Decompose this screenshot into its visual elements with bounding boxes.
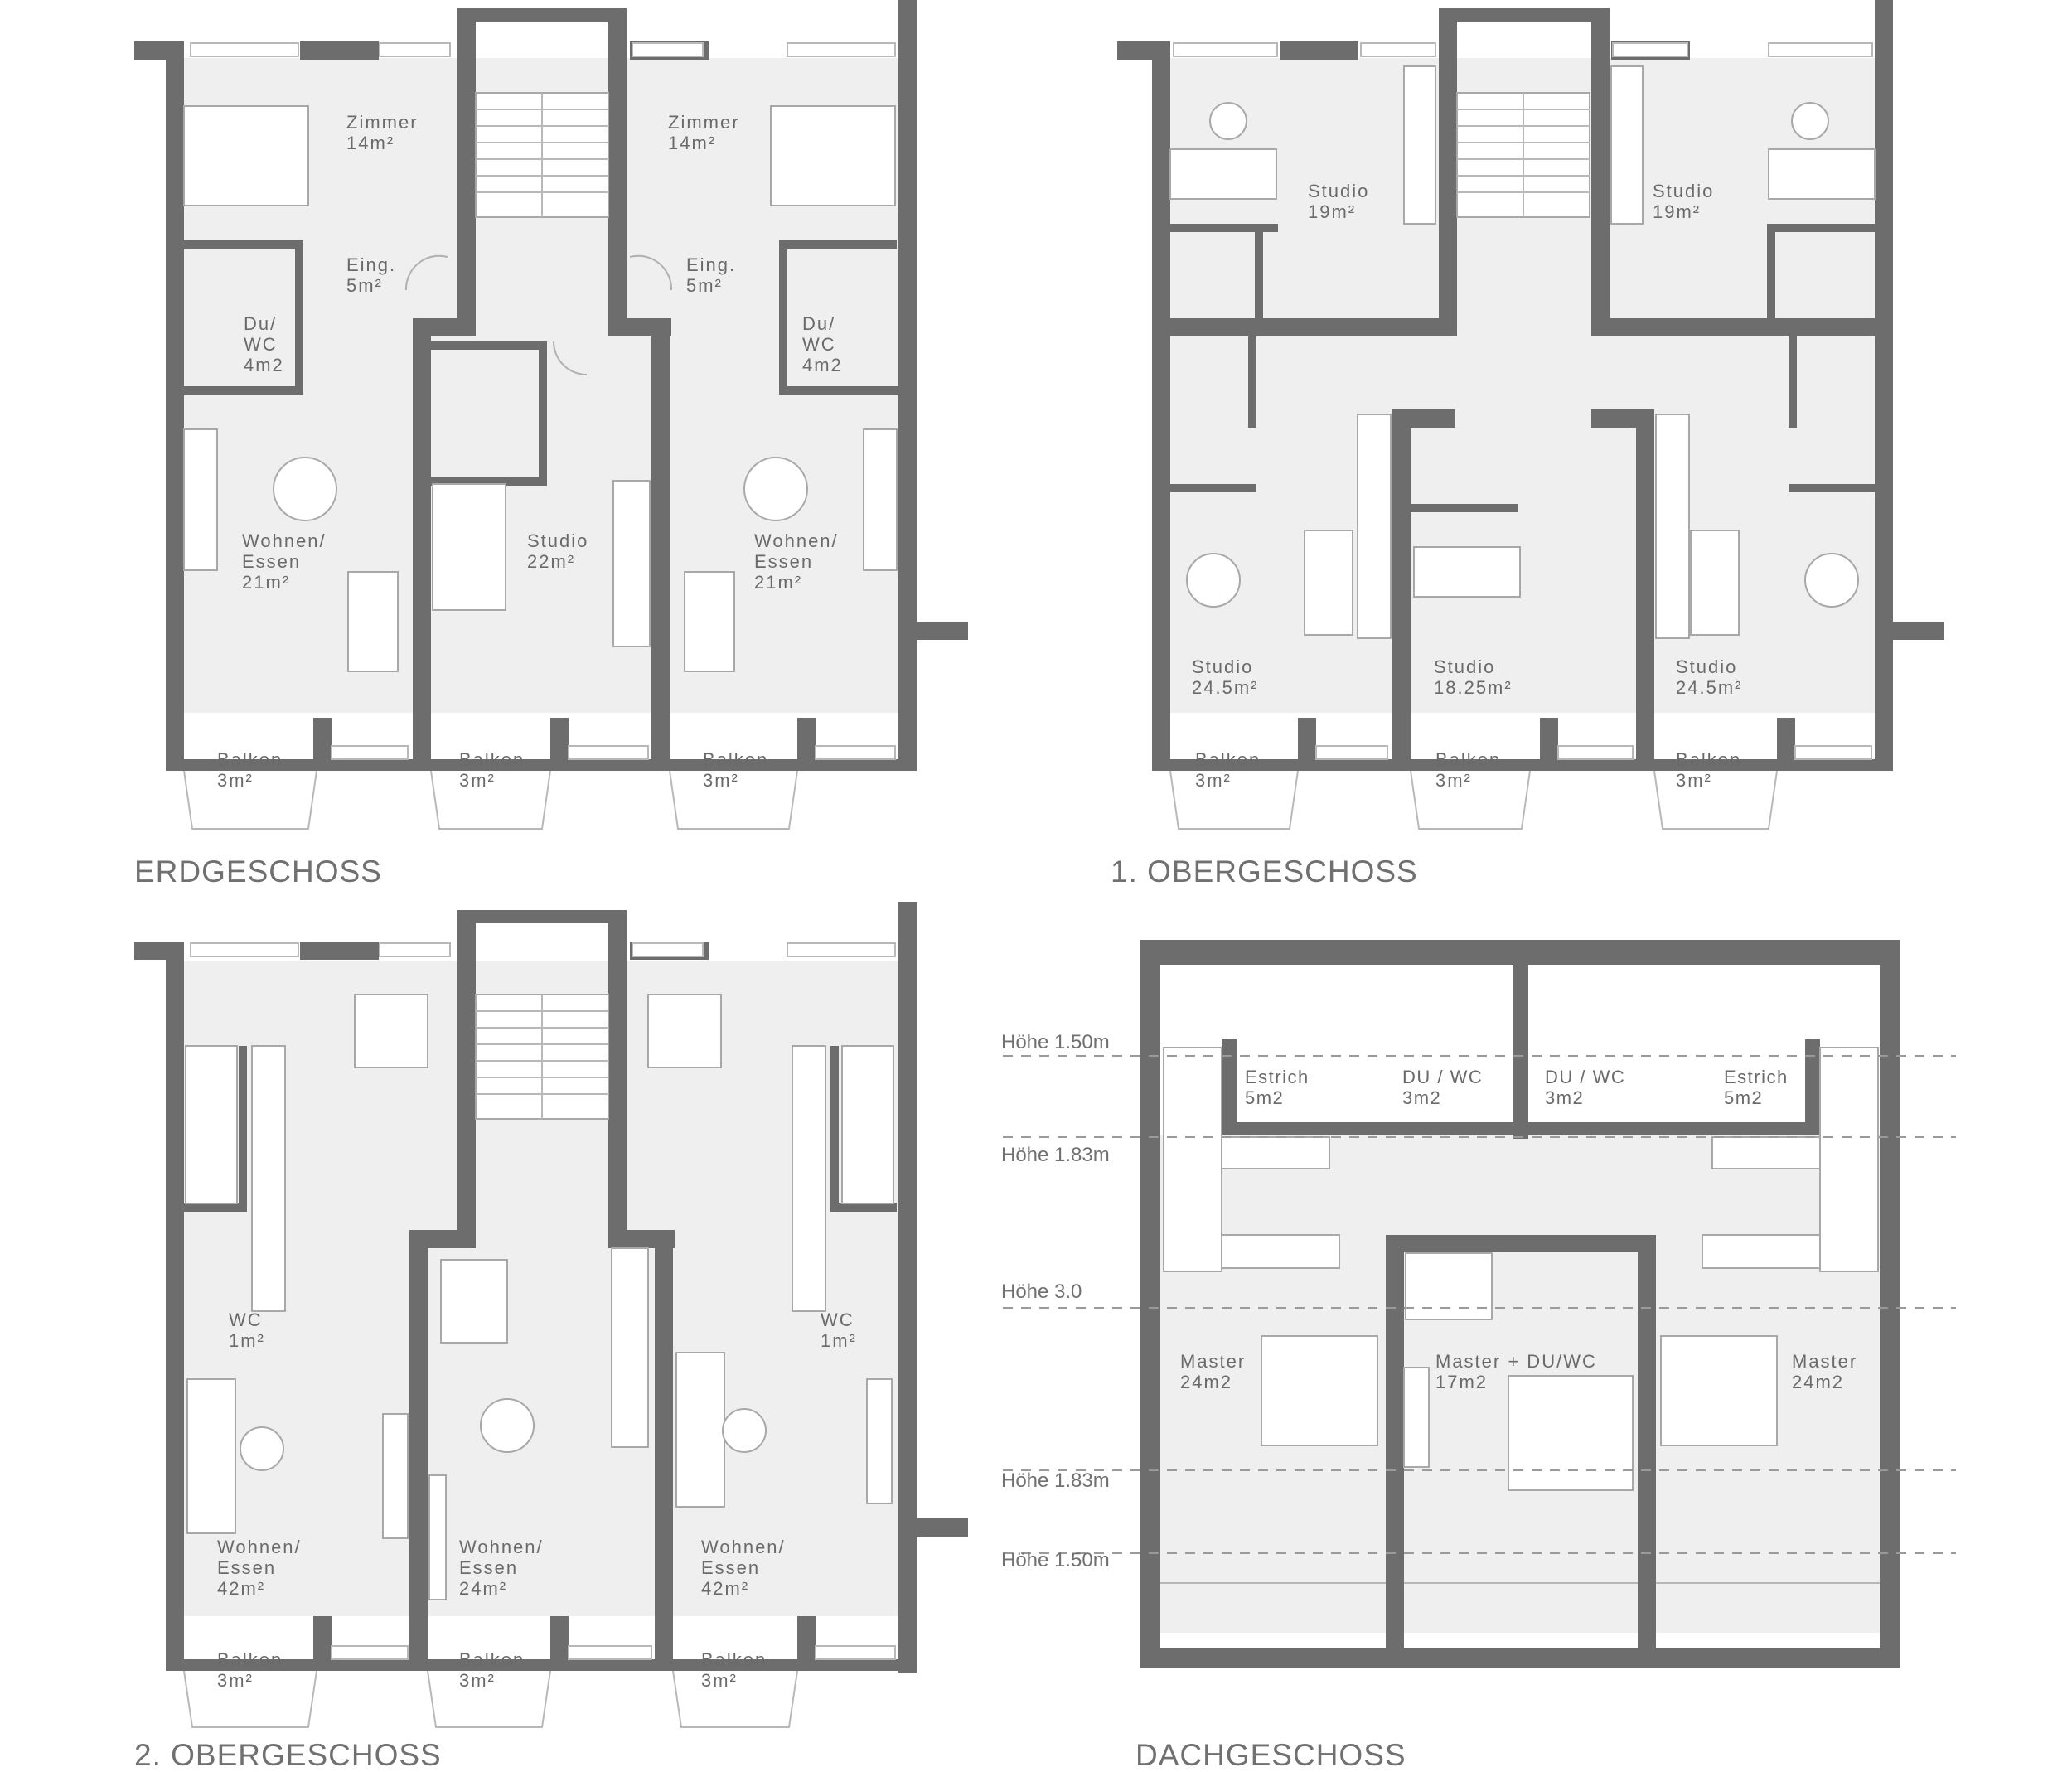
room-wc-right: WC [821,1310,854,1330]
room-duwc-left-2: WC [244,334,278,355]
room-studio-1b-area: 19m² [1653,201,1701,222]
room-balkon-1-og2-area: 3m² [217,1670,254,1691]
room-studio-center: Studio [527,530,588,551]
room-studio-1d-area: 18.25m² [1434,677,1513,698]
room-wohnen-og2-center: Wohnen/ [459,1537,544,1557]
room-balkon-3: Balkon [703,749,768,770]
room-studio-1a-area: 19m² [1308,201,1356,222]
room-duwc-dg-left: DU / WC [1402,1067,1483,1087]
room-wc-left: WC [229,1310,263,1330]
room-balkon-3-og1: Balkon [1676,749,1741,770]
room-wohnen-left-area: 21m² [242,572,290,593]
room-eingang-right-area: 5m² [686,275,723,296]
room-master-left: Master [1180,1351,1246,1372]
room-balkon-2-og2: Balkon [459,1649,525,1670]
room-eingang-right: Eing. [686,254,736,275]
room-balkon-2-og2-area: 3m² [459,1670,496,1691]
plan-obergeschoss-2: WC 1m² WC 1m² Wohnen/ Essen 42m² Wohnen/… [134,902,968,1772]
room-wohnen-og2-center-area: 24m² [459,1578,507,1599]
room-wohnen-right-2: Essen [754,551,813,572]
plan-title-obergeschoss-1: 1. OBERGESCHOSS [1111,855,1418,888]
room-eingang-left-area: 5m² [346,275,383,296]
room-estrich-left: Estrich [1245,1067,1310,1087]
room-balkon-1-og1-area: 3m² [1195,770,1232,791]
room-balkon-3-og2-area: 3m² [701,1670,738,1691]
room-zimmer-right-area: 14m² [668,133,716,153]
room-balkon-1-area: 3m² [217,770,254,791]
room-balkon-2-og1: Balkon [1435,749,1501,770]
room-wohnen-og2-right: Wohnen/ [701,1537,786,1557]
room-zimmer-right: Zimmer [668,112,740,133]
height-label-5: Höhe 1.50m [1001,1549,1110,1571]
room-duwc-left-area: 4m2 [244,355,284,375]
room-zimmer-left-area: 14m² [346,133,395,153]
room-balkon-2-area: 3m² [459,770,496,791]
room-duwc-right: Du/ [802,313,835,334]
room-studio-1a: Studio [1308,181,1369,201]
room-duwc-right-2: WC [802,334,836,355]
room-estrich-right: Estrich [1724,1067,1789,1087]
height-label-1: Höhe 1.50m [1001,1031,1110,1053]
room-studio-1c: Studio [1192,656,1253,677]
room-balkon-1-og2: Balkon [217,1649,283,1670]
room-master-left-area: 24m2 [1180,1372,1232,1392]
room-balkon-2: Balkon [459,749,525,770]
height-label-4: Höhe 1.83m [1001,1469,1110,1492]
room-wohnen-og2-center-2: Essen [459,1557,518,1578]
plan-erdgeschoss: Zimmer 14m² Zimmer 14m² Eing. 5m² Eing. … [134,0,968,888]
room-wohnen-og2-left-2: Essen [217,1557,276,1578]
room-duwc-right-area: 4m2 [802,355,843,375]
room-master-center: Master + DU/WC [1435,1351,1597,1372]
room-studio-1d: Studio [1434,656,1495,677]
room-balkon-3-og1-area: 3m² [1676,770,1712,791]
room-studio-1c-area: 24.5m² [1192,677,1258,698]
room-master-center-area: 17m2 [1435,1372,1488,1392]
room-wohnen-left-2: Essen [242,551,301,572]
room-studio-1e: Studio [1676,656,1737,677]
room-eingang-left: Eing. [346,254,396,275]
room-balkon-3-og2: Balkon [701,1649,767,1670]
room-master-right-area: 24m2 [1792,1372,1844,1392]
room-balkon-1-og1: Balkon [1195,749,1261,770]
room-wohnen-right: Wohnen/ [754,530,839,551]
room-estrich-left-area: 5m2 [1245,1087,1284,1108]
plan-obergeschoss-1: Studio 19m² Studio 19m² Studio 24.5m² St… [1111,0,1944,888]
room-estrich-right-area: 5m2 [1724,1087,1763,1108]
room-wc-right-area: 1m² [821,1330,857,1351]
room-wohnen-right-area: 21m² [754,572,802,593]
plan-title-erdgeschoss: ERDGESCHOSS [134,855,382,888]
room-studio-1e-area: 24.5m² [1676,677,1742,698]
room-wohnen-left: Wohnen/ [242,530,327,551]
room-balkon-3-area: 3m² [703,770,739,791]
plan-title-obergeschoss-2: 2. OBERGESCHOSS [134,1738,442,1772]
room-master-right: Master [1792,1351,1857,1372]
room-wohnen-og2-right-area: 42m² [701,1578,749,1599]
room-zimmer-left: Zimmer [346,112,419,133]
room-studio-center-area: 22m² [527,551,575,572]
room-wc-left-area: 1m² [229,1330,265,1351]
plan-title-dachgeschoss: DACHGESCHOSS [1135,1738,1406,1772]
room-wohnen-og2-left-area: 42m² [217,1578,265,1599]
room-duwc-left: Du/ [244,313,277,334]
height-label-3: Höhe 3.0 [1001,1281,1082,1303]
room-wohnen-og2-left: Wohnen/ [217,1537,302,1557]
room-balkon-2-og1-area: 3m² [1435,770,1472,791]
room-wohnen-og2-right-2: Essen [701,1557,760,1578]
room-balkon-1: Balkon [217,749,283,770]
room-duwc-dg-right-area: 3m2 [1545,1087,1584,1108]
plan-dachgeschoss: Höhe 1.50m Höhe 1.83m Höhe 3.0 Höhe 1.83… [1001,940,1956,1772]
room-duwc-dg-left-area: 3m2 [1402,1087,1441,1108]
room-studio-1b: Studio [1653,181,1714,201]
room-duwc-dg-right: DU / WC [1545,1067,1625,1087]
height-label-2: Höhe 1.83m [1001,1144,1110,1166]
